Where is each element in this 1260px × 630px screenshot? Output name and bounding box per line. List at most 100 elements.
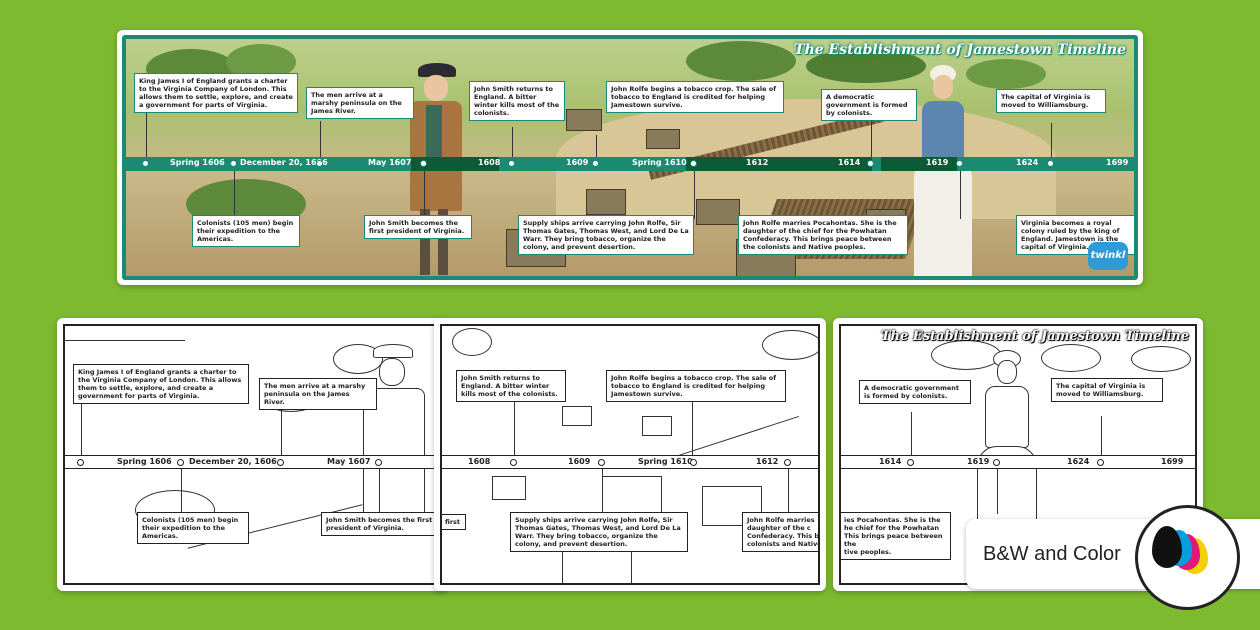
poster-title: The Establishment of Jamestown Timeline (794, 42, 1126, 58)
connector-line (694, 167, 695, 219)
timeline-marker (690, 459, 697, 466)
timeline-band: 1608 1609 Spring 1610 1612 (442, 455, 818, 469)
timeline-date: 1612 (756, 457, 779, 466)
timeline-date: 1609 (566, 158, 589, 167)
timeline-date: 1608 (468, 457, 491, 466)
connector-line (146, 111, 147, 160)
event-box-1610: John Rolfe begins a tobacco crop. The sa… (606, 370, 786, 402)
timeline-date: 1619 (926, 158, 949, 167)
timeline-date: 1614 (879, 457, 902, 466)
house (586, 189, 626, 215)
connector-line (181, 462, 182, 514)
event-box-1699: The capital of Virginia is moved to Will… (1051, 378, 1163, 402)
tree-outline (762, 330, 818, 360)
black-drop-icon (1152, 526, 1182, 568)
timeline-date: 1624 (1016, 158, 1039, 167)
event-box-1608: John Smith returns to England. A bitter … (456, 370, 566, 402)
timeline-date: Spring 1610 (638, 457, 693, 466)
timeline-marker (277, 459, 284, 466)
connector-line (512, 127, 513, 160)
event-box-1609: Supply ships arrive carrying John Rolfe,… (510, 512, 688, 552)
band-highlight (686, 157, 872, 171)
outline-stroke (65, 340, 185, 341)
connector-line (424, 167, 425, 219)
house-outline (562, 546, 632, 583)
timeline-marker (1097, 459, 1104, 466)
connector-line (871, 117, 872, 159)
connector-line (1051, 123, 1052, 159)
poster-title: The Establishment of Jamestown Timeline (880, 329, 1189, 344)
timeline-date: 1619 (967, 457, 990, 466)
timeline-marker (316, 160, 323, 167)
connector-line (81, 398, 82, 456)
house (566, 109, 602, 131)
event-box-1614-fragment: ies Pocahontas. She is the he chief for … (841, 512, 951, 560)
timeline-marker (510, 459, 517, 466)
timeline-marker (375, 459, 382, 466)
timeline-marker (1047, 160, 1054, 167)
event-box-1607-arrival: The men arrive at a marshy peninsula on … (259, 378, 377, 410)
timeline-marker (784, 459, 791, 466)
tree-cluster (966, 59, 1046, 89)
house (646, 129, 680, 149)
colonist-man-figure (404, 63, 466, 276)
timeline-marker (907, 459, 914, 466)
tree-cluster (686, 41, 796, 81)
event-box-1607-arrival: The men arrive at a marshy peninsula on … (306, 87, 414, 119)
timeline-date: 1699 (1161, 457, 1184, 466)
event-box-fragment: first (442, 514, 466, 530)
bw-poster-section-1: Spring 1606 December 20, 1606 May 1607 K… (63, 324, 443, 585)
connector-line (234, 167, 235, 219)
colonist-woman-figure (912, 65, 974, 276)
color-timeline-poster: The Establishment of Jamestown Timeline … (122, 35, 1138, 280)
house-outline (642, 416, 672, 436)
event-box-1614-fragment: John Rolfe marries daughter of the c Con… (742, 512, 818, 552)
color-preview-panel: The Establishment of Jamestown Timeline … (117, 30, 1143, 285)
house-outline (562, 406, 592, 426)
connector-line (596, 135, 597, 159)
connector-line (281, 408, 282, 456)
timeline-band: Spring 1606 December 20, 1606 May 1607 (65, 455, 441, 469)
connector-line (379, 462, 380, 514)
event-box-1699: The capital of Virginia is moved to Will… (996, 89, 1106, 113)
timeline-marker (508, 160, 515, 167)
bw-poster-section-2: 1608 1609 Spring 1610 1612 first John Sm… (440, 324, 820, 585)
house-outline (602, 476, 662, 516)
bw-preview-panel-1: Spring 1606 December 20, 1606 May 1607 K… (57, 318, 449, 591)
timeline-marker (690, 160, 697, 167)
connector-line (514, 400, 515, 456)
connector-line (911, 412, 912, 456)
tree-outline (333, 344, 383, 374)
timeline-date: Spring 1610 (632, 158, 687, 167)
tree-outline (452, 328, 492, 356)
timeline-date: 1612 (746, 158, 769, 167)
house-outline (492, 476, 526, 500)
timeline-date: 1624 (1067, 457, 1090, 466)
connector-line (788, 462, 789, 514)
event-box-1606-expedition: Colonists (105 men) begin their expediti… (192, 215, 300, 247)
twinkl-logo: twinkl (1088, 242, 1128, 270)
outline-stroke (675, 415, 799, 458)
timeline-marker (230, 160, 237, 167)
bw-preview-panel-2: 1608 1609 Spring 1610 1612 first John Sm… (434, 318, 826, 591)
band-highlight (881, 157, 957, 171)
event-box-1606-charter: King James I of England grants a charter… (73, 364, 249, 404)
connector-line (1101, 416, 1102, 456)
timeline-marker (77, 459, 84, 466)
timeline-date: 1699 (1106, 158, 1129, 167)
timeline-date: 1614 (838, 158, 861, 167)
timeline-date: December 20, 1606 (240, 158, 328, 167)
timeline-date: Spring 1606 (170, 158, 225, 167)
timeline-band: Spring 1606 December 20, 1606 May 1607 1… (126, 157, 1134, 171)
connector-line (602, 462, 603, 514)
timeline-band: 1614 1619 1624 1699 (841, 455, 1195, 469)
timeline-date: 1608 (478, 158, 501, 167)
event-box-1606-charter: King James I of England grants a charter… (134, 73, 298, 113)
timeline-marker (956, 160, 963, 167)
event-box-1609: Supply ships arrive carrying John Rolfe,… (518, 215, 694, 255)
event-box-1607-president: John Smith becomes the first president o… (321, 512, 441, 536)
event-box-1610: John Rolfe begins a tobacco crop. The sa… (606, 81, 784, 113)
timeline-marker (420, 160, 427, 167)
ink-drops-icon (1135, 505, 1240, 610)
timeline-marker (177, 459, 184, 466)
